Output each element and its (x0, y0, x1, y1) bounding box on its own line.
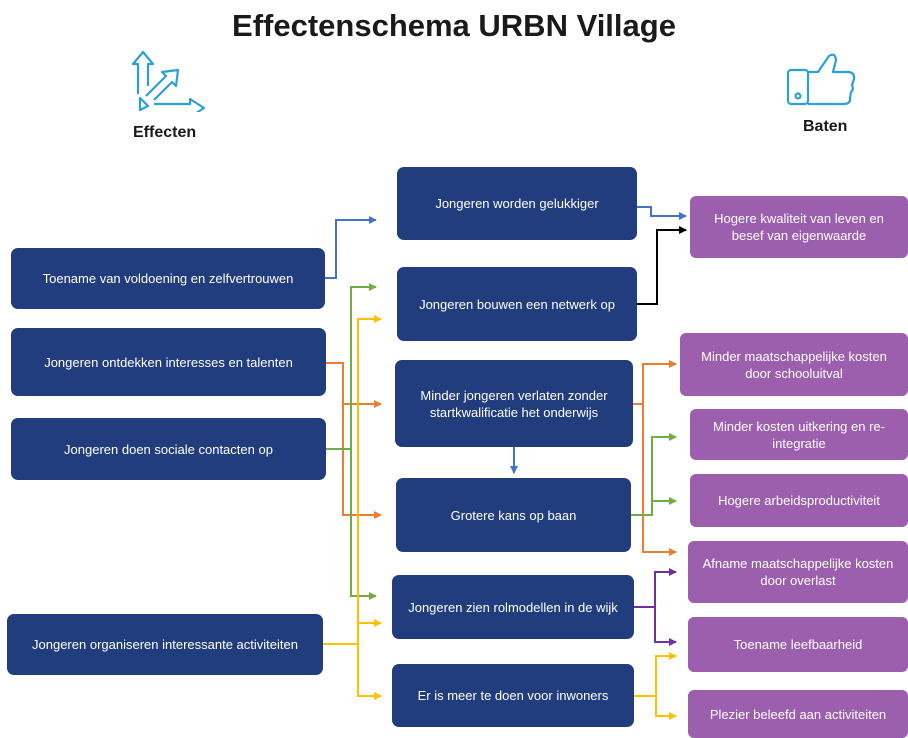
arrows-outward-icon (132, 50, 206, 112)
benefit-box-leefbaarheid: Toename leefbaarheid (688, 617, 908, 672)
baten-label: Baten (803, 118, 848, 135)
benefit-box-arbeidsproductiviteit: Hogere arbeidsproductiviteit (690, 474, 908, 527)
benefit-box-kwaliteit-van-leven: Hogere kwaliteit van leven en besef van … (690, 196, 908, 258)
benefit-box-schooluitval: Minder maatschappelijke kosten door scho… (680, 333, 908, 396)
cause-box-interesses: Jongeren ontdekken interesses en talente… (11, 328, 326, 396)
cause-box-voldoening: Toename van voldoening en zelfvertrouwen (11, 248, 325, 309)
effect-box-netwerk: Jongeren bouwen een netwerk op (397, 267, 637, 341)
effect-box-meer-te-doen: Er is meer te doen voor inwoners (392, 664, 634, 727)
effect-box-kans-op-baan: Grotere kans op baan (396, 478, 631, 552)
effect-box-gelukkiger: Jongeren worden gelukkiger (397, 167, 637, 240)
thumbs-up-icon (786, 53, 856, 106)
cause-box-sociale-contacten: Jongeren doen sociale contacten op (11, 418, 326, 480)
benefit-box-plezier: Plezier beleefd aan activiteiten (688, 690, 908, 738)
page-title: Effectenschema URBN Village (232, 8, 676, 43)
effecten-label: Effecten (133, 124, 197, 141)
benefit-box-overlast: Afname maatschappelijke kosten door over… (688, 541, 908, 603)
benefit-box-uitkering: Minder kosten uitkering en re-integratie (690, 409, 908, 460)
effect-box-rolmodellen: Jongeren zien rolmodellen in de wijk (392, 575, 634, 639)
effect-box-startkwalificatie: Minder jongeren verlaten zonder startkwa… (395, 360, 633, 447)
cause-box-activiteiten: Jongeren organiseren interessante activi… (7, 614, 323, 675)
